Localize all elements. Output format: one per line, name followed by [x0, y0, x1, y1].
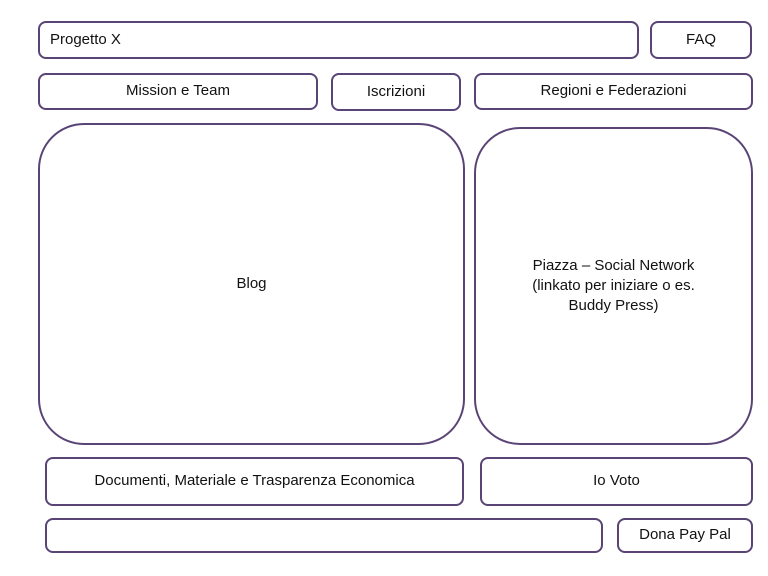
piazza-text: Piazza – Social Network (linkato per ini…: [532, 256, 695, 317]
piazza-social-network-panel[interactable]: Piazza – Social Network (linkato per ini…: [474, 127, 753, 445]
dona-paypal-label: Dona Pay Pal: [639, 526, 731, 544]
piazza-line: Buddy Press): [568, 297, 659, 315]
io-voto-button[interactable]: Io Voto: [480, 457, 753, 506]
site-title: Progetto X: [50, 30, 121, 48]
piazza-line: Piazza – Social Network: [532, 256, 695, 274]
dona-paypal-button[interactable]: Dona Pay Pal: [617, 518, 753, 553]
mission-team-label: Mission e Team: [126, 82, 230, 100]
faq-label: FAQ: [685, 30, 716, 48]
piazza-line: (linkato per iniziare o es.: [532, 276, 695, 294]
io-voto-label: Io Voto: [593, 472, 640, 490]
blog-panel[interactable]: Blog: [38, 123, 465, 445]
blog-label: Blog: [236, 274, 267, 292]
regioni-federazioni-label: Regioni e Federazioni: [540, 82, 687, 100]
footer-bar: [45, 518, 603, 553]
iscrizioni-button[interactable]: Iscrizioni: [331, 73, 461, 111]
documenti-label: Documenti, Materiale e Trasparenza Econo…: [94, 472, 415, 490]
iscrizioni-label: Iscrizioni: [366, 82, 426, 100]
mission-team-button[interactable]: Mission e Team: [38, 73, 318, 110]
documenti-button[interactable]: Documenti, Materiale e Trasparenza Econo…: [45, 457, 464, 506]
faq-button[interactable]: FAQ: [650, 21, 752, 59]
site-title-bar[interactable]: Progetto X: [38, 21, 639, 59]
regioni-federazioni-button[interactable]: Regioni e Federazioni: [474, 73, 753, 110]
